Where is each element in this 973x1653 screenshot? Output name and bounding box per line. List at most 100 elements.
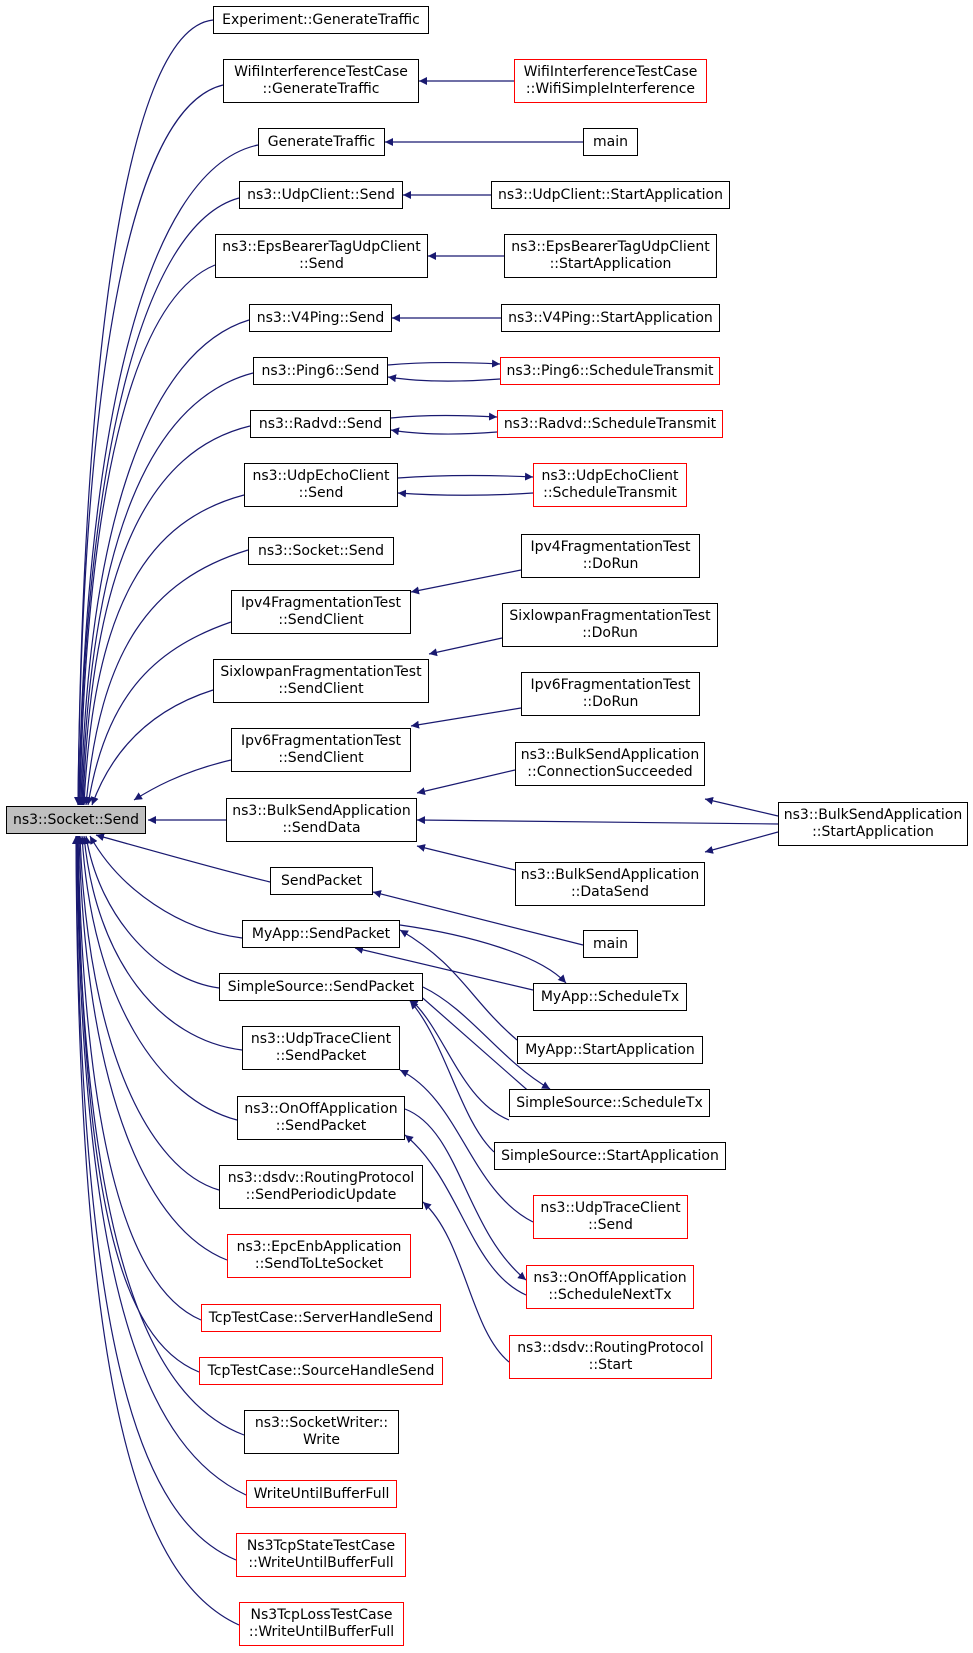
node-label: ns3::V4Ping::Send xyxy=(256,309,385,326)
call-edge xyxy=(72,835,237,1561)
node-label: ns3::dsdv::RoutingProtocol xyxy=(517,1340,704,1356)
node-caller[interactable]: SimpleSource::SendPacket xyxy=(219,973,423,1001)
call-edge xyxy=(409,998,510,1121)
node-caller[interactable]: ns3::BulkSendApplication ::DataSend xyxy=(515,862,705,906)
node-caller[interactable]: ns3::UdpEchoClient ::ScheduleTransmit xyxy=(533,463,687,507)
node-label: ns3::Ping6::Send xyxy=(261,362,380,379)
node-caller[interactable]: GenerateTraffic xyxy=(258,128,385,156)
call-edge xyxy=(79,425,251,806)
node-caller[interactable]: ns3::BulkSendApplication ::StartApplicat… xyxy=(778,802,968,846)
node-label: SimpleSource::StartApplication xyxy=(501,1147,719,1164)
node-label: ns3::UdpTraceClient xyxy=(540,1200,681,1216)
node-caller[interactable]: ns3::UdpEchoClient ::Send xyxy=(244,463,398,507)
node-label: ::DoRun xyxy=(582,556,639,572)
node-label: Ns3TcpStateTestCase xyxy=(246,1538,396,1554)
node-caller[interactable]: SimpleSource::StartApplication xyxy=(494,1142,726,1170)
node-label: ns3::BulkSendApplication xyxy=(783,807,963,823)
node-caller[interactable]: ns3::UdpClient::Send xyxy=(239,181,403,209)
node-caller[interactable]: ns3::UdpClient::StartApplication xyxy=(491,181,730,209)
node-caller[interactable]: main xyxy=(583,930,638,958)
node-caller[interactable]: WifiInterferenceTestCase ::WifiSimpleInt… xyxy=(514,59,707,103)
node-caller[interactable]: Ipv6FragmentationTest ::DoRun xyxy=(521,672,700,716)
node-caller[interactable]: ns3::SocketWriter:: Write xyxy=(244,1410,399,1454)
node-label: ns3::V4Ping::StartApplication xyxy=(508,309,713,326)
node-caller[interactable]: Experiment::GenerateTraffic xyxy=(213,6,429,34)
node-caller[interactable]: ns3::BulkSendApplication ::SendData xyxy=(226,798,417,842)
node-label: ::SendClient xyxy=(278,681,364,697)
node-caller[interactable]: Ipv6FragmentationTest ::SendClient xyxy=(231,728,411,772)
node-caller[interactable]: ns3::V4Ping::StartApplication xyxy=(501,304,720,332)
node-caller[interactable]: ns3::Radvd::Send xyxy=(250,410,391,438)
node-caller[interactable]: MyApp::SendPacket xyxy=(242,920,400,948)
node-caller[interactable]: ns3::V4Ping::Send xyxy=(249,304,392,332)
node-caller[interactable]: ns3::dsdv::RoutingProtocol ::SendPeriodi… xyxy=(219,1165,423,1209)
node-caller[interactable]: ns3::EpsBearerTagUdpClient ::Send xyxy=(215,234,428,278)
node-caller[interactable]: ns3::UdpTraceClient ::SendPacket xyxy=(242,1026,400,1070)
node-caller[interactable]: ns3::EpcEnbApplication ::SendToLteSocket xyxy=(227,1234,411,1278)
node-label: ns3::EpcEnbApplication xyxy=(236,1239,402,1255)
node-label: TcpTestCase::SourceHandleSend xyxy=(207,1362,435,1379)
call-edge xyxy=(74,835,202,1321)
call-edge xyxy=(428,637,503,657)
node-label: ::SendData xyxy=(282,820,361,836)
node-caller[interactable]: ns3::dsdv::RoutingProtocol ::Start xyxy=(509,1335,712,1379)
node-label: MyApp::StartApplication xyxy=(525,1041,695,1058)
call-edge xyxy=(76,835,220,1191)
node-label: ::DataSend xyxy=(570,884,650,900)
node-label: ::SendPacket xyxy=(275,1048,367,1064)
node-caller[interactable]: Ipv4FragmentationTest ::DoRun xyxy=(521,534,700,578)
node-caller[interactable]: SimpleSource::ScheduleTx xyxy=(509,1089,710,1117)
node-caller[interactable]: MyApp::ScheduleTx xyxy=(533,983,687,1011)
call-edge xyxy=(422,1201,510,1363)
call-edge xyxy=(78,372,254,806)
node-caller[interactable]: ns3::BulkSendApplication ::ConnectionSuc… xyxy=(515,742,705,786)
node-caller[interactable]: TcpTestCase::SourceHandleSend xyxy=(199,1357,443,1385)
node-caller[interactable]: ns3::Ping6::ScheduleTransmit xyxy=(500,357,720,385)
node-label: WifiInterferenceTestCase xyxy=(234,64,408,80)
call-edge xyxy=(410,569,522,595)
call-edge xyxy=(72,835,240,1626)
node-caller[interactable]: main xyxy=(583,128,638,156)
node-caller[interactable]: TcpTestCase::ServerHandleSend xyxy=(201,1304,441,1332)
node-caller[interactable]: ns3::OnOffApplication ::SendPacket xyxy=(237,1096,405,1140)
node-caller[interactable]: SendPacket xyxy=(270,867,373,895)
node-caller[interactable]: ns3::EpsBearerTagUdpClient ::StartApplic… xyxy=(504,234,717,278)
node-caller[interactable]: WriteUntilBufferFull xyxy=(246,1480,397,1508)
node-label: main xyxy=(593,935,628,952)
node-caller[interactable]: ns3::UdpTraceClient ::Send xyxy=(533,1195,688,1239)
node-label: ns3::UdpEchoClient xyxy=(252,468,390,484)
call-edge xyxy=(80,494,245,806)
node-caller[interactable]: ns3::OnOffApplication ::ScheduleNextTx xyxy=(526,1265,694,1309)
node-label: ns3::BulkSendApplication xyxy=(232,803,411,819)
node-label: Ipv4FragmentationTest xyxy=(530,539,691,555)
node-caller[interactable]: ns3::Radvd::ScheduleTransmit xyxy=(497,410,723,438)
call-edge xyxy=(397,489,534,498)
node-caller[interactable]: SixlowpanFragmentationTest ::DoRun xyxy=(502,603,718,647)
call-edge xyxy=(399,1069,534,1223)
node-caller[interactable]: SixlowpanFragmentationTest ::SendClient xyxy=(213,659,429,703)
node-label: ns3::BulkSendApplication xyxy=(520,747,700,763)
node-label: ns3::OnOffApplication xyxy=(533,1270,687,1286)
node-caller[interactable]: Ns3TcpLossTestCase ::WriteUntilBufferFul… xyxy=(239,1602,404,1646)
call-edge xyxy=(82,549,249,806)
node-label: SendPacket xyxy=(280,872,363,889)
call-edge xyxy=(89,835,243,939)
node-caller[interactable]: ns3::Socket::Send xyxy=(248,537,394,565)
node-label: ns3::Socket::Send xyxy=(257,542,385,559)
node-label: ::ScheduleNextTx xyxy=(548,1287,672,1303)
call-edge xyxy=(75,197,240,806)
node-label: ::WriteUntilBufferFull xyxy=(248,1555,394,1571)
node-caller[interactable]: MyApp::StartApplication xyxy=(517,1036,703,1064)
node-label: ns3::EpsBearerTagUdpClient xyxy=(222,239,421,255)
node-label: ::DoRun xyxy=(582,625,638,641)
node-label: Experiment::GenerateTraffic xyxy=(222,11,420,28)
node-label: ::Send xyxy=(588,1217,633,1233)
call-edge xyxy=(404,1134,527,1296)
node-caller[interactable]: Ipv4FragmentationTest ::SendClient xyxy=(231,590,411,634)
node-caller[interactable]: WifiInterferenceTestCase ::GenerateTraff… xyxy=(223,59,419,103)
node-caller[interactable]: ns3::Ping6::Send xyxy=(253,357,388,385)
node-caller[interactable]: Ns3TcpStateTestCase ::WriteUntilBufferFu… xyxy=(236,1533,406,1577)
call-edge xyxy=(75,144,259,806)
